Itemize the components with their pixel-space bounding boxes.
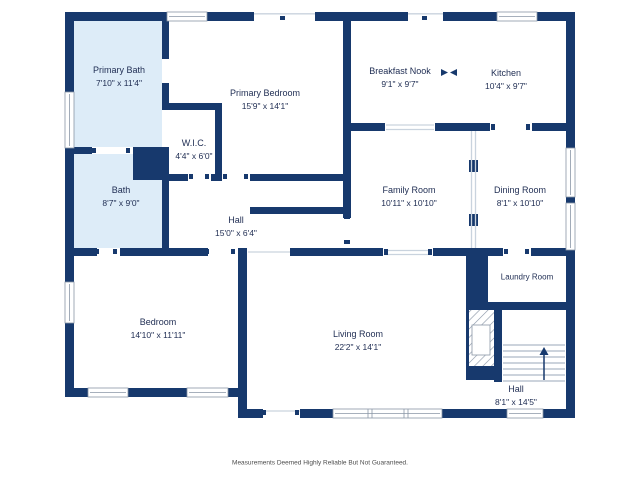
stairs-direction-arrow: [539, 347, 549, 380]
stairs-down-hatched: [469, 310, 494, 366]
stairs-up-treads: [503, 344, 565, 382]
highlighted-rooms: [74, 21, 162, 248]
primary-bath-area: [74, 21, 162, 147]
door-ticks: [92, 16, 530, 415]
measurements-disclaimer: Measurements Deemed Highly Reliable But …: [232, 459, 408, 467]
windows: [64, 11, 576, 419]
wall-openings: [248, 13, 477, 412]
